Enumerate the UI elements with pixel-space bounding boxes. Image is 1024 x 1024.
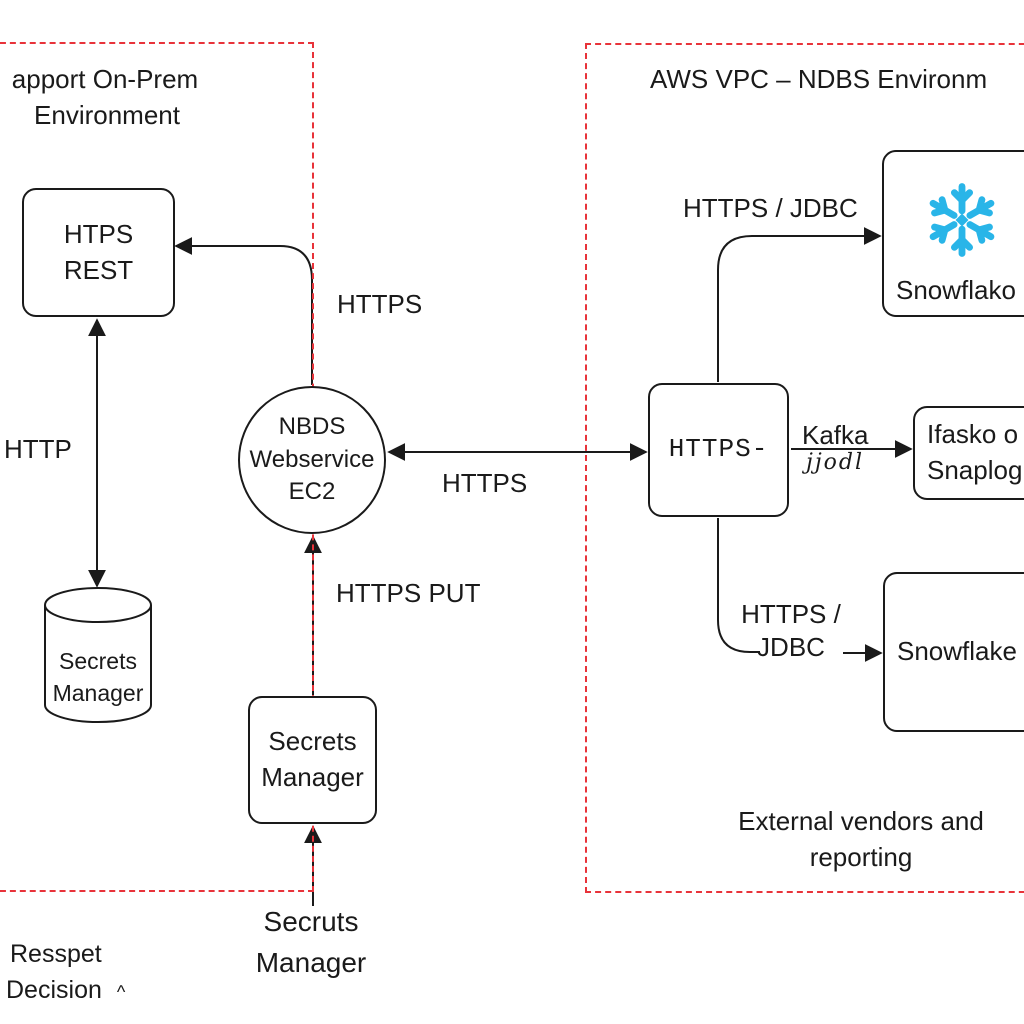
source-secrets-label: Secruts Manager [255, 906, 367, 978]
right-zone-footer: External vendors and reporting [738, 806, 984, 872]
edge-label-https-bidir: HTTPS [442, 468, 528, 498]
edge-webservice-to-rest [174, 237, 313, 385]
edge-label-kafka-sub: jjodl [806, 450, 865, 475]
https-hub-node[interactable]: HTTPS- [648, 383, 789, 517]
secrets-db-cylinder [44, 587, 152, 723]
edge-hub-to-snowflake-top [717, 227, 882, 382]
edge-label-https-put: HTTPS PUT [336, 578, 481, 608]
htps-rest-node[interactable]: HTPS REST [22, 188, 175, 317]
edge-hub-to-snowflake-bottom [717, 518, 760, 653]
decision-label: Resspet Decision ^ [6, 940, 126, 1005]
on-prem-zone-title: apport On-Prem Environment [11, 64, 199, 130]
snowflake-top-label: Snowflako [896, 275, 1016, 306]
secrets-db-label: Secrets Manager [52, 648, 144, 707]
webservice-node[interactable]: NBDS Webservice EC2 [238, 386, 386, 534]
snowflake-icon [929, 183, 995, 257]
secrets-manager-node[interactable]: Secrets Manager [248, 696, 377, 824]
vendor-node[interactable]: Ifasko o Snaplog [913, 406, 1024, 500]
aws-vpc-zone [585, 43, 1024, 893]
snowflake-top-node[interactable]: Snowflako [882, 150, 1024, 317]
edge-label-kafka: Kafka [802, 420, 869, 450]
aws-vpc-zone-title: AWS VPC – NDBS Environm [650, 64, 988, 94]
edge-label-http-db: HTTP [4, 434, 72, 464]
edge-label-https-jdbc-bottom: HTTPS / JDBC [741, 599, 841, 663]
snowflake-bottom-node[interactable]: Snowflake [883, 572, 1024, 732]
edge-label-https-rest: HTTPS [337, 289, 423, 319]
caret-up-icon[interactable]: ^ [116, 982, 126, 1003]
edge-label-https-jdbc-top: HTTPS / JDBC [683, 193, 858, 223]
